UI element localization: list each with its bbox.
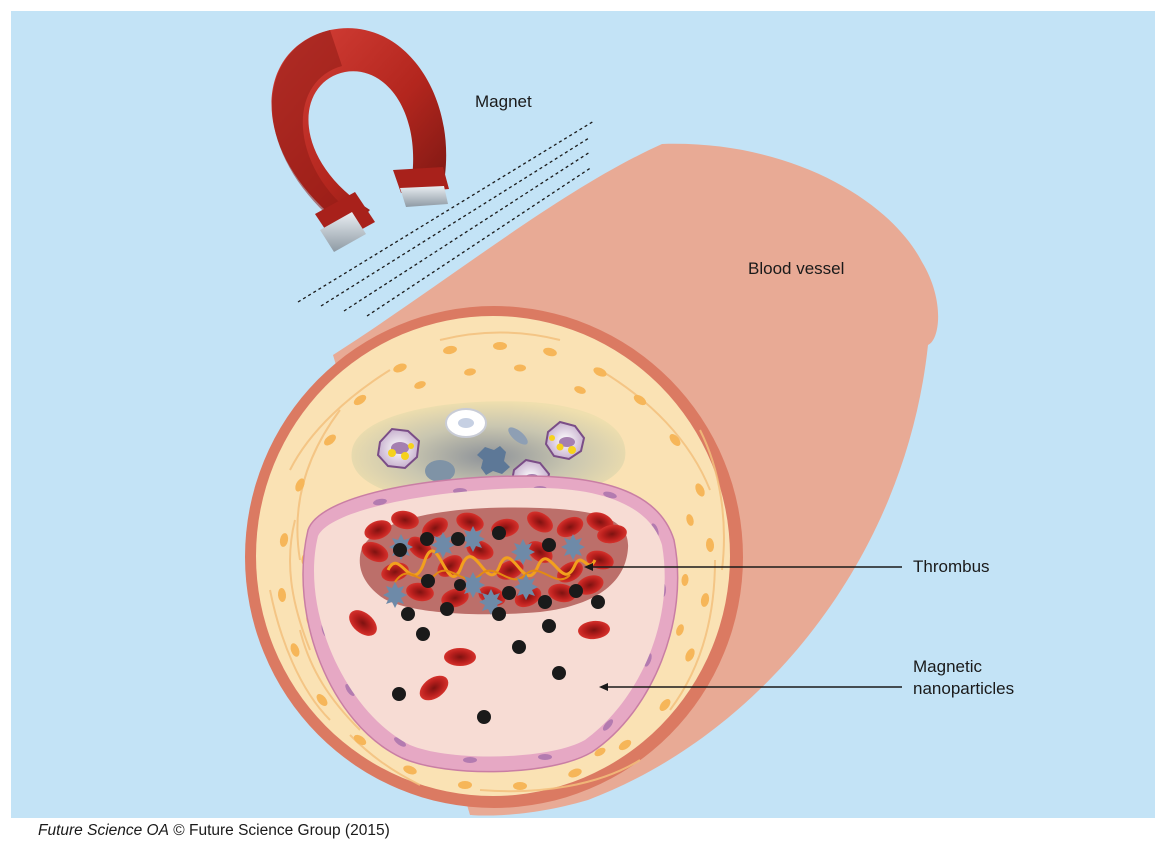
nanoparticles-label-line1: Magnetic: [913, 656, 1014, 678]
thrombus: [359, 507, 629, 615]
nanoparticles-label: Magnetic nanoparticles: [913, 656, 1014, 700]
caption-copyright: © Future Science Group (2015): [173, 822, 389, 839]
plaque-cell-nucleus: [458, 418, 474, 428]
figure-caption: Future Science OA © Future Science Group…: [38, 822, 390, 840]
thrombus-label: Thrombus: [913, 556, 990, 578]
plaque-cell: [425, 460, 455, 482]
blood-vessel-label: Blood vessel: [748, 258, 844, 280]
magnet-label: Magnet: [475, 91, 532, 113]
nanoparticles-label-line2: nanoparticles: [913, 678, 1014, 700]
caption-journal: Future Science OA: [38, 822, 169, 839]
